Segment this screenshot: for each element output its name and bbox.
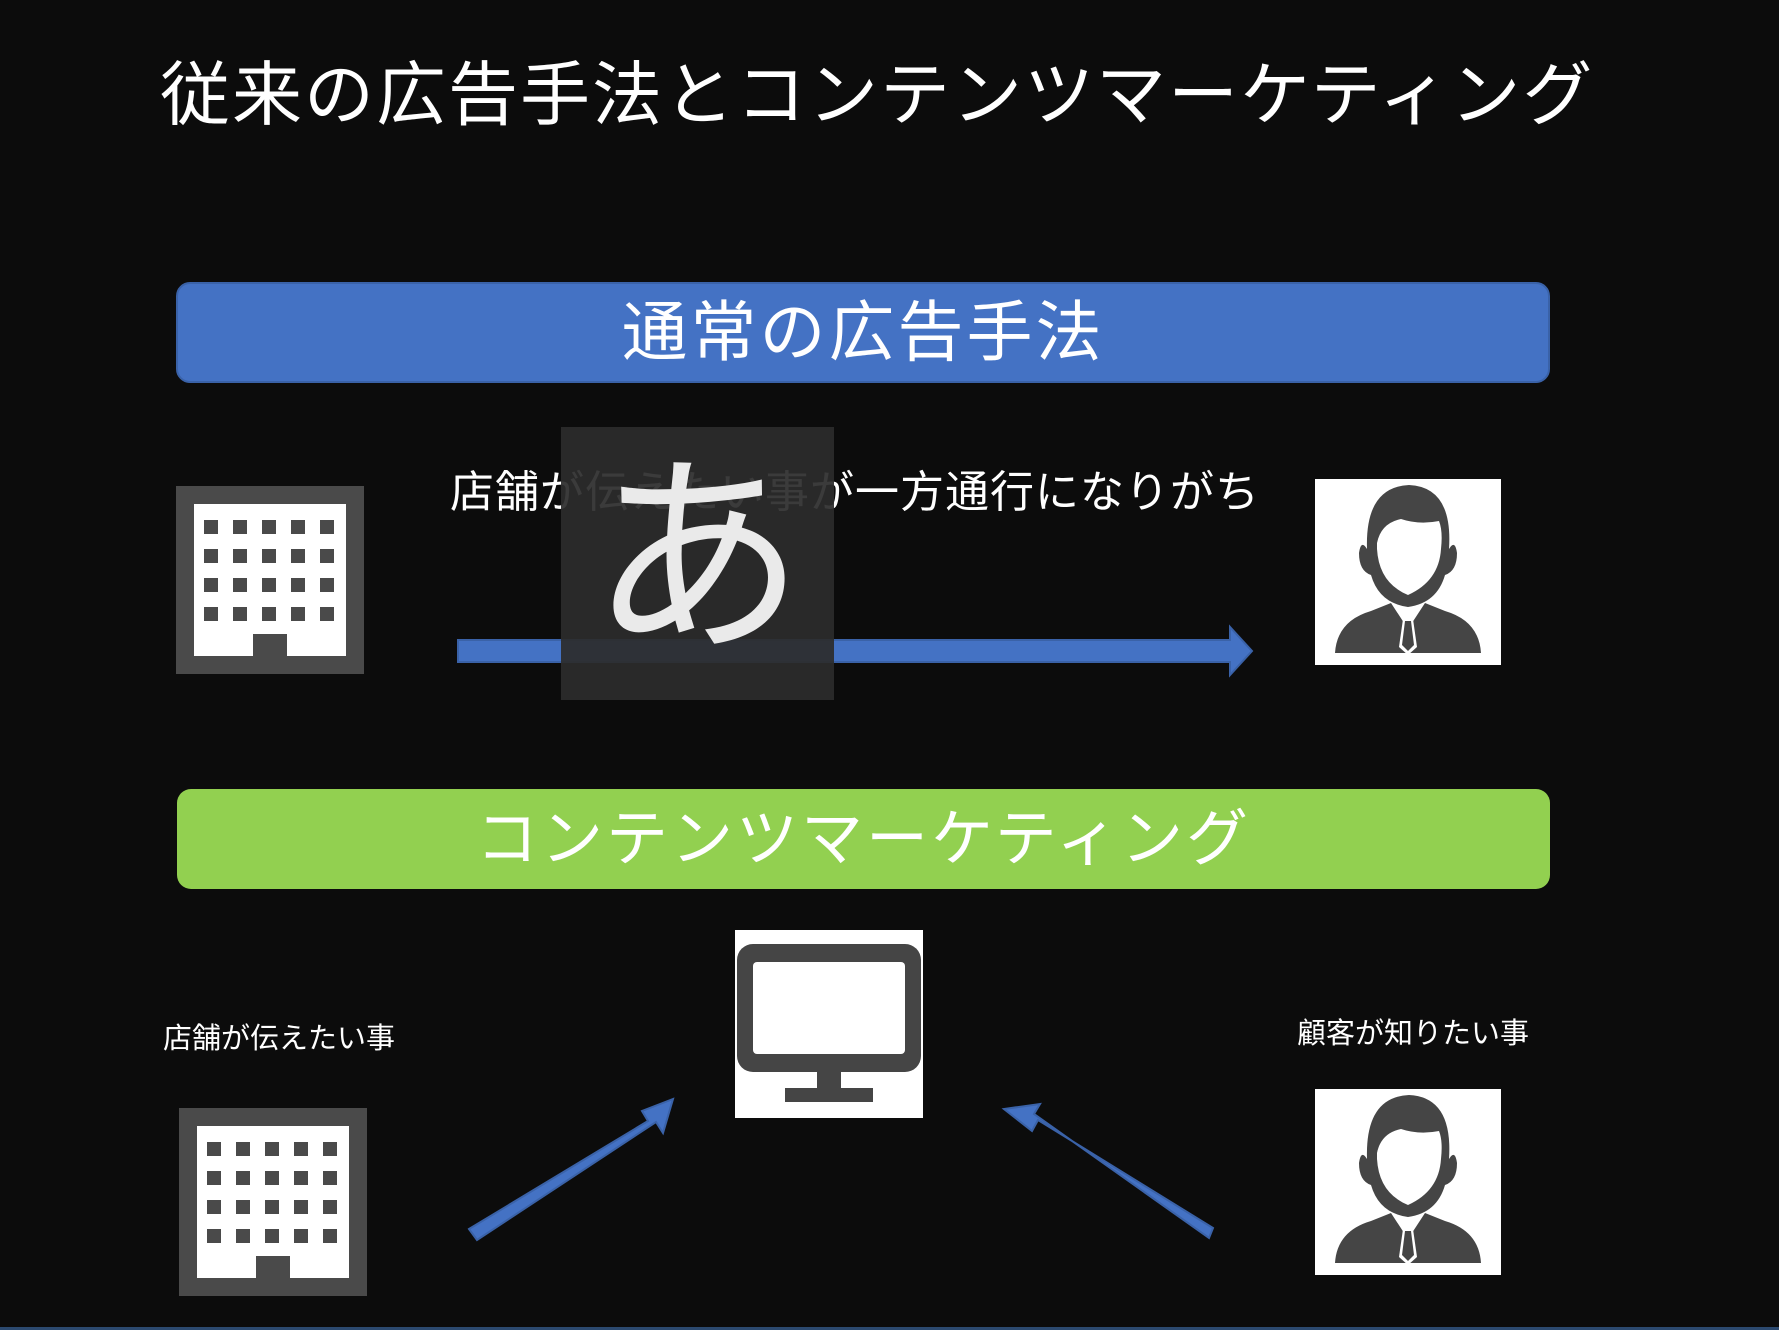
arrow-diagonal-icon — [467, 1097, 675, 1242]
ime-glyph: あ — [590, 433, 805, 684]
ime-mode-indicator: あ — [561, 427, 834, 700]
customer-caption: 顧客が知りたい事 — [1297, 1016, 1530, 1050]
person-icon — [1315, 479, 1501, 665]
banner-traditional-ads: 通常の広告手法 — [176, 282, 1550, 383]
slide-title: 従来の広告手法とコンテンツマーケティング — [160, 54, 1595, 136]
store-caption: 店舗が伝えたい事 — [163, 1021, 396, 1055]
person-icon — [1315, 1089, 1501, 1275]
building-icon — [176, 486, 364, 674]
building-icon — [179, 1108, 367, 1296]
monitor-icon — [735, 930, 923, 1118]
slide-bottom-edge — [0, 1327, 1779, 1330]
banner-content-marketing: コンテンツマーケティング — [177, 789, 1550, 889]
arrow-diagonal-icon — [1001, 1102, 1215, 1240]
